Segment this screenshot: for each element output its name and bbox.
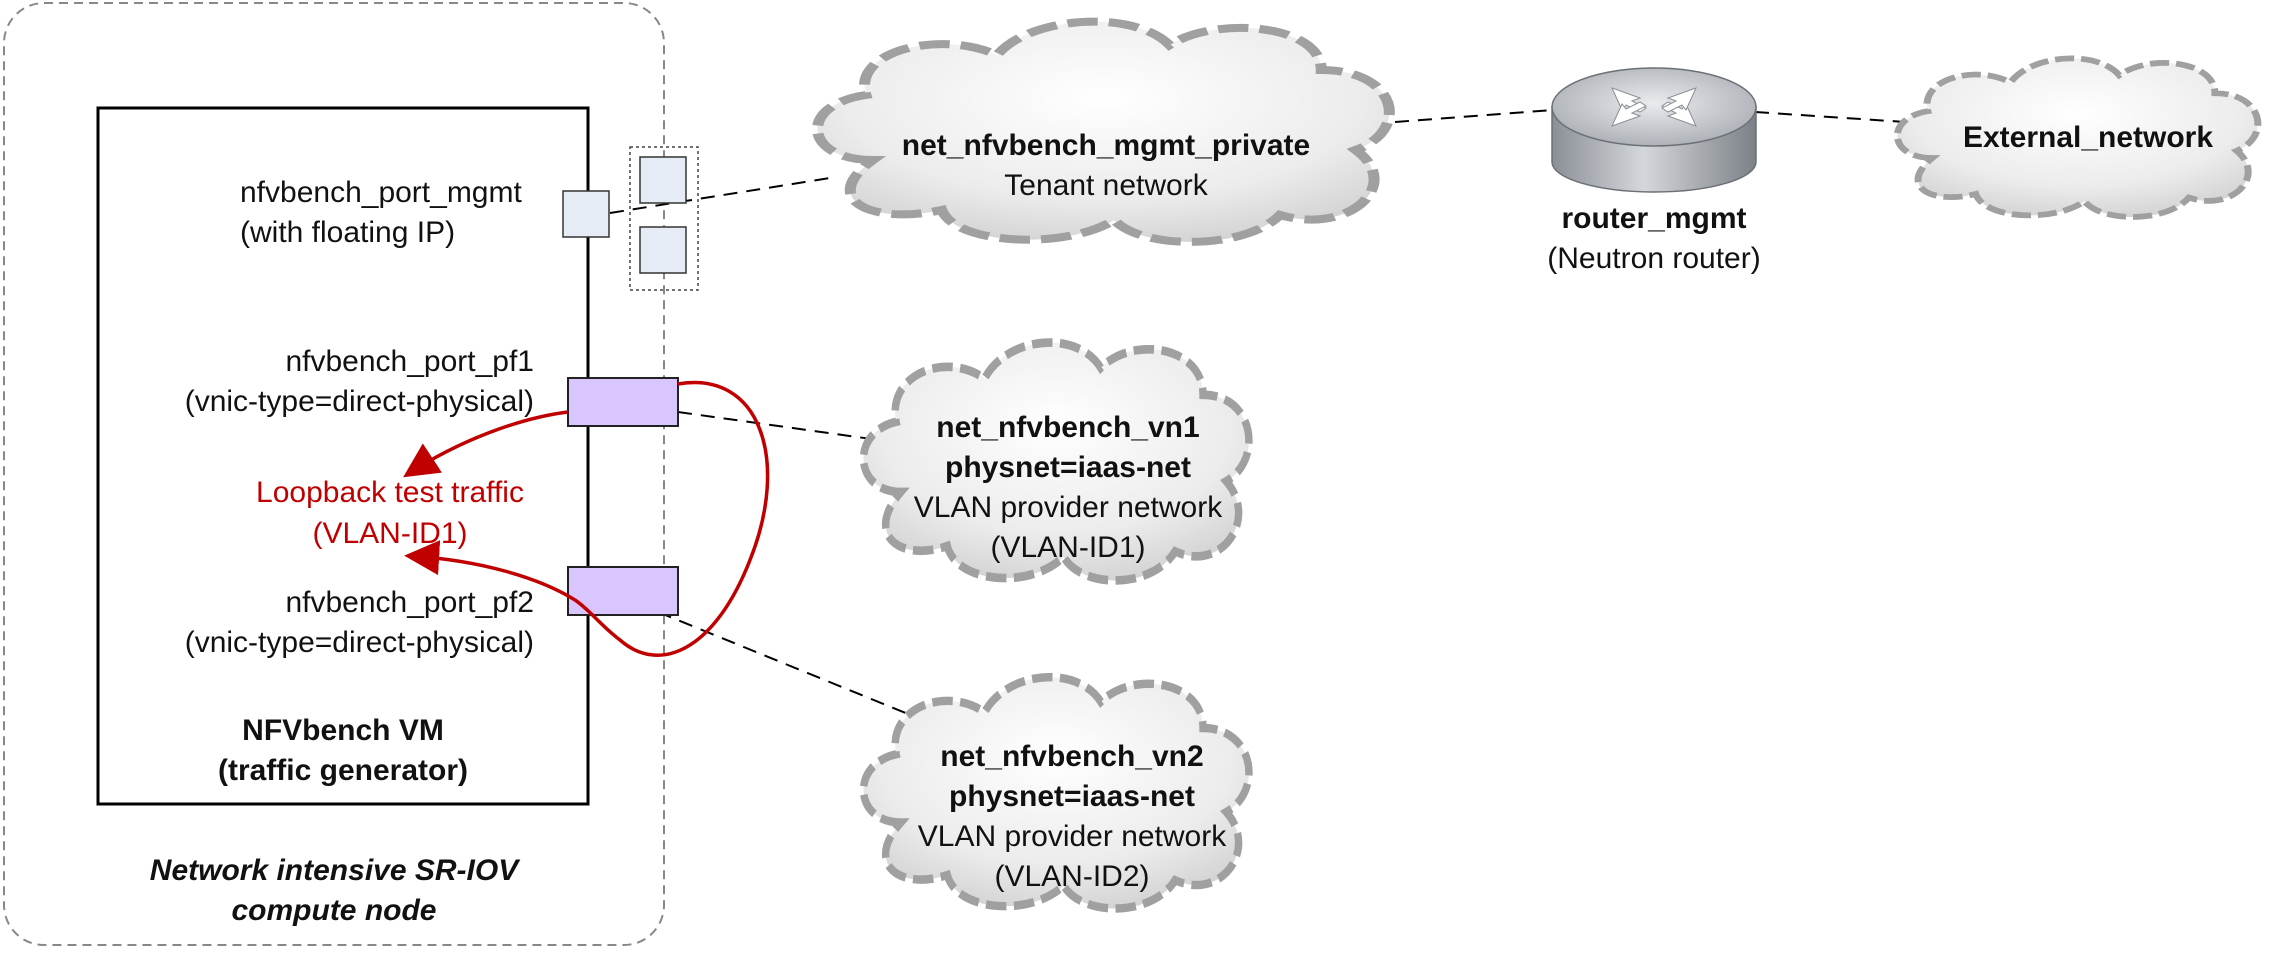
- loopback-label: Loopback test traffic: [256, 476, 524, 509]
- port-mgmt-name: nfvbench_port_mgmt: [240, 176, 522, 209]
- net-mgmt-private-type: Tenant network: [1004, 169, 1208, 202]
- port-pf1-detail: (vnic-type=direct-physical): [185, 385, 534, 418]
- network-links: [609, 109, 1906, 726]
- mgmt-port-group-port-2: [639, 226, 687, 274]
- router-name: router_mgmt: [1561, 202, 1746, 235]
- external-network-name: External_network: [1963, 121, 2213, 154]
- net-vn1-type: VLAN provider network: [914, 491, 1223, 524]
- port-pf2-detail: (vnic-type=direct-physical): [185, 626, 534, 659]
- port-mgmt-detail: (with floating IP): [240, 216, 455, 249]
- router-detail: (Neutron router): [1547, 242, 1760, 275]
- net-vn2-physnet: physnet=iaas-net: [949, 780, 1195, 813]
- net-vn1-name: net_nfvbench_vn1: [936, 411, 1199, 444]
- net-vn2-vlan: (VLAN-ID2): [994, 860, 1149, 893]
- port-pf1-name: nfvbench_port_pf1: [285, 345, 534, 378]
- net-mgmt-private-name: net_nfvbench_mgmt_private: [902, 129, 1310, 162]
- loopback-vlan: (VLAN-ID1): [312, 517, 467, 550]
- vm-subtitle: (traffic generator): [218, 754, 468, 787]
- port-mgmt-box: [562, 190, 610, 238]
- loopback-arrow-to-pf1: [403, 410, 569, 478]
- net-vn2-type: VLAN provider network: [918, 820, 1227, 853]
- port-pf2-name: nfvbench_port_pf2: [285, 586, 534, 619]
- link-mgmt-net-to-router: [1394, 109, 1554, 123]
- link-pf2-to-vn2: [657, 611, 936, 726]
- link-pf1-to-vn1: [677, 411, 901, 444]
- net-vn2-name: net_nfvbench_vn2: [940, 740, 1203, 773]
- loopback-arrow-loop: [574, 380, 770, 657]
- router-icon: [1551, 67, 1757, 193]
- mgmt-port-group: [629, 146, 699, 291]
- link-mgmt-port-to-mgmt-net: [609, 177, 831, 214]
- compute-node-caption-2: compute node: [231, 894, 436, 927]
- nfvbench-vm-box: [96, 106, 590, 806]
- link-router-to-external: [1754, 111, 1906, 123]
- compute-node-boundary: [3, 2, 665, 946]
- vm-title: NFVbench VM: [242, 714, 444, 747]
- loopback-arrow-to-pf2: [404, 540, 576, 602]
- net-vn1-physnet: physnet=iaas-net: [945, 451, 1191, 484]
- mgmt-port-group-port-1: [639, 156, 687, 204]
- compute-node-caption: Network intensive SR-IOV: [150, 854, 521, 887]
- port-pf1-box: [567, 377, 679, 427]
- net-vn1-vlan: (VLAN-ID1): [990, 531, 1145, 564]
